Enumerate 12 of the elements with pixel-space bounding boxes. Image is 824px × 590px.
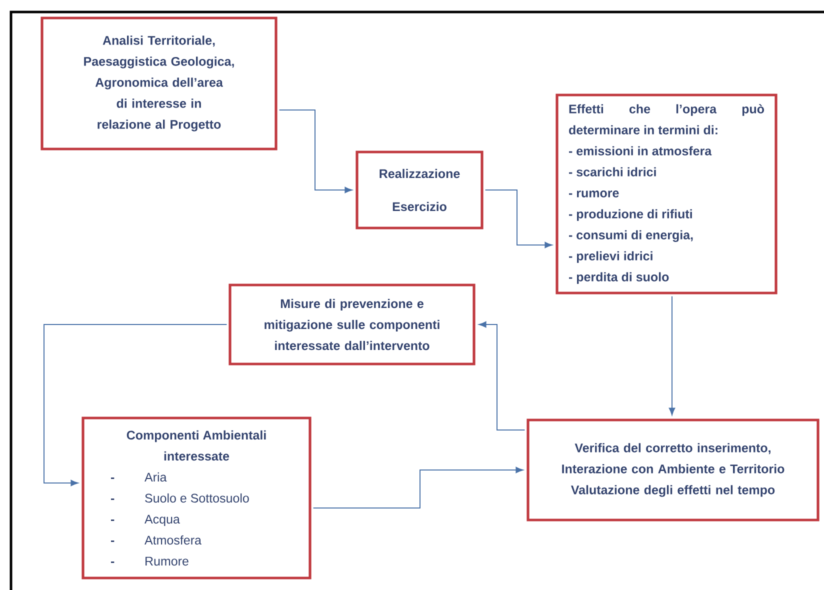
- process-box: Verifica del corretto inserimento, Interazione con Ambiente e Territorio Valutazione degli effetti nel tempo: [526, 418, 820, 522]
- arrow: [484, 190, 552, 248]
- process-box: Realizzazione Esercizio: [356, 150, 484, 230]
- arrow: [478, 321, 526, 430]
- process-box: Misure di prevenzione e mitigazione sulle componenti interessate dall’intervento: [228, 284, 476, 366]
- arrow: [44, 324, 228, 486]
- process-box: Componenti Ambientali interessate - Aria - Suolo e Sottosuolo - Acqua - Atmosfera - Rumore: [82, 416, 312, 580]
- arrow: [278, 110, 352, 194]
- arrow: [668, 296, 676, 416]
- process-box: Analisi Territoriale, Paesaggistica Geologica, Agronomica dell’area di interesse in relazione al Progetto: [40, 16, 278, 150]
- arrow: [312, 466, 524, 508]
- process-box: Effetti che l’opera può determinare in termini di: - emissioni in atmosfera - scarichi idrici - rumore - produzione di rifiuti - consumi di energia, - prelievi idrici - perdita di suolo: [556, 94, 778, 294]
